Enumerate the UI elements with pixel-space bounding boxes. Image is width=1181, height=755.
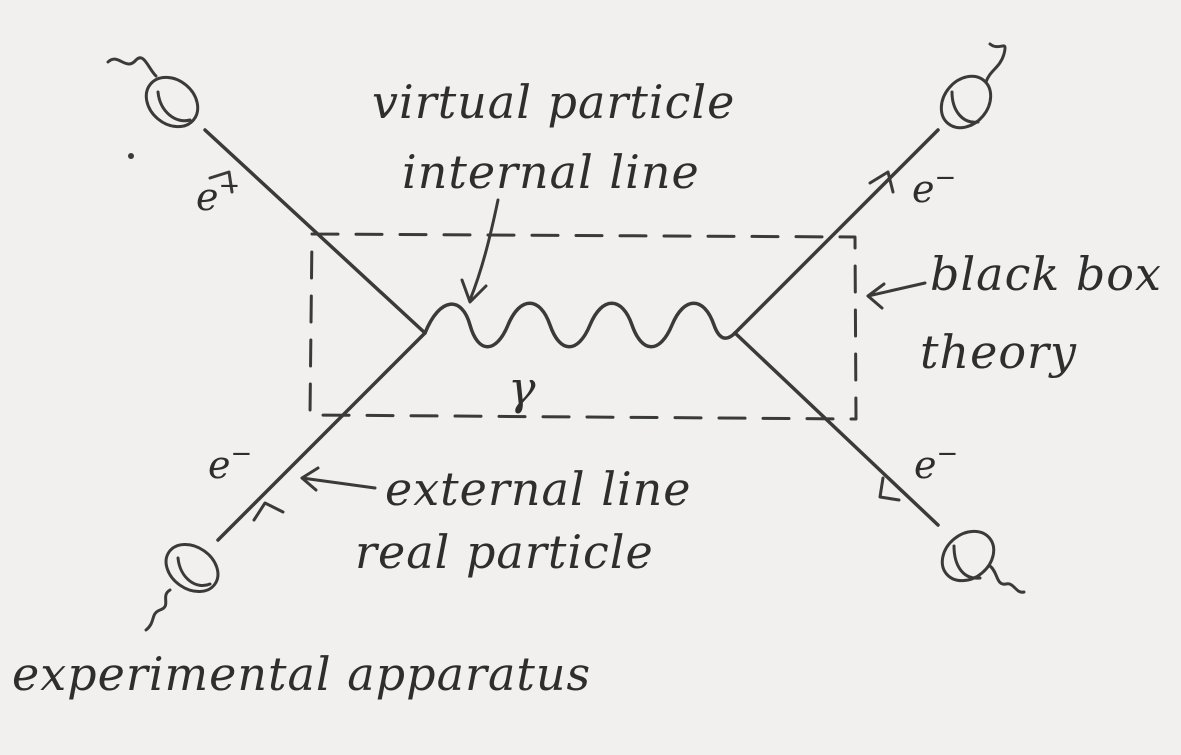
label-external-line: external line bbox=[385, 462, 692, 516]
arrow-top-right bbox=[868, 170, 895, 194]
label-experimental-apparatus: experimental apparatus bbox=[12, 647, 591, 701]
external-line-top-left bbox=[203, 128, 427, 335]
ink-dot bbox=[128, 153, 134, 159]
pointer-arrow-external bbox=[300, 466, 377, 492]
label-virtual-particle: virtual particle bbox=[372, 75, 735, 129]
detector-top-right bbox=[939, 42, 1007, 130]
label-electron-top-right: e− bbox=[912, 163, 956, 211]
external-line-top-right bbox=[733, 128, 940, 335]
label-internal-line: internal line bbox=[402, 145, 700, 199]
detector-top-left bbox=[106, 56, 200, 129]
detector-bottom-right bbox=[940, 529, 1026, 594]
arrow-bottom-left bbox=[252, 501, 285, 522]
external-line-bottom-right bbox=[733, 331, 940, 527]
external-line-bottom-left bbox=[216, 331, 427, 542]
label-electron-bottom-right: e− bbox=[914, 439, 958, 487]
arrow-bottom-right bbox=[878, 476, 901, 502]
pointer-arrow-black-box bbox=[866, 281, 927, 310]
arrow-top-left bbox=[208, 170, 234, 194]
label-electron-bottom-left: e− bbox=[208, 439, 252, 487]
label-theory: theory bbox=[920, 325, 1077, 379]
label-electron-top-left: e− bbox=[196, 171, 240, 219]
label-photon: γ bbox=[508, 361, 537, 415]
detector-bottom-left bbox=[144, 542, 220, 632]
black-box-boundary bbox=[308, 232, 858, 421]
pointer-arrow-virtual bbox=[460, 198, 500, 304]
photon-internal-line bbox=[423, 301, 737, 349]
label-black-box: black box bbox=[930, 247, 1162, 301]
label-real-particle: real particle bbox=[355, 525, 654, 579]
